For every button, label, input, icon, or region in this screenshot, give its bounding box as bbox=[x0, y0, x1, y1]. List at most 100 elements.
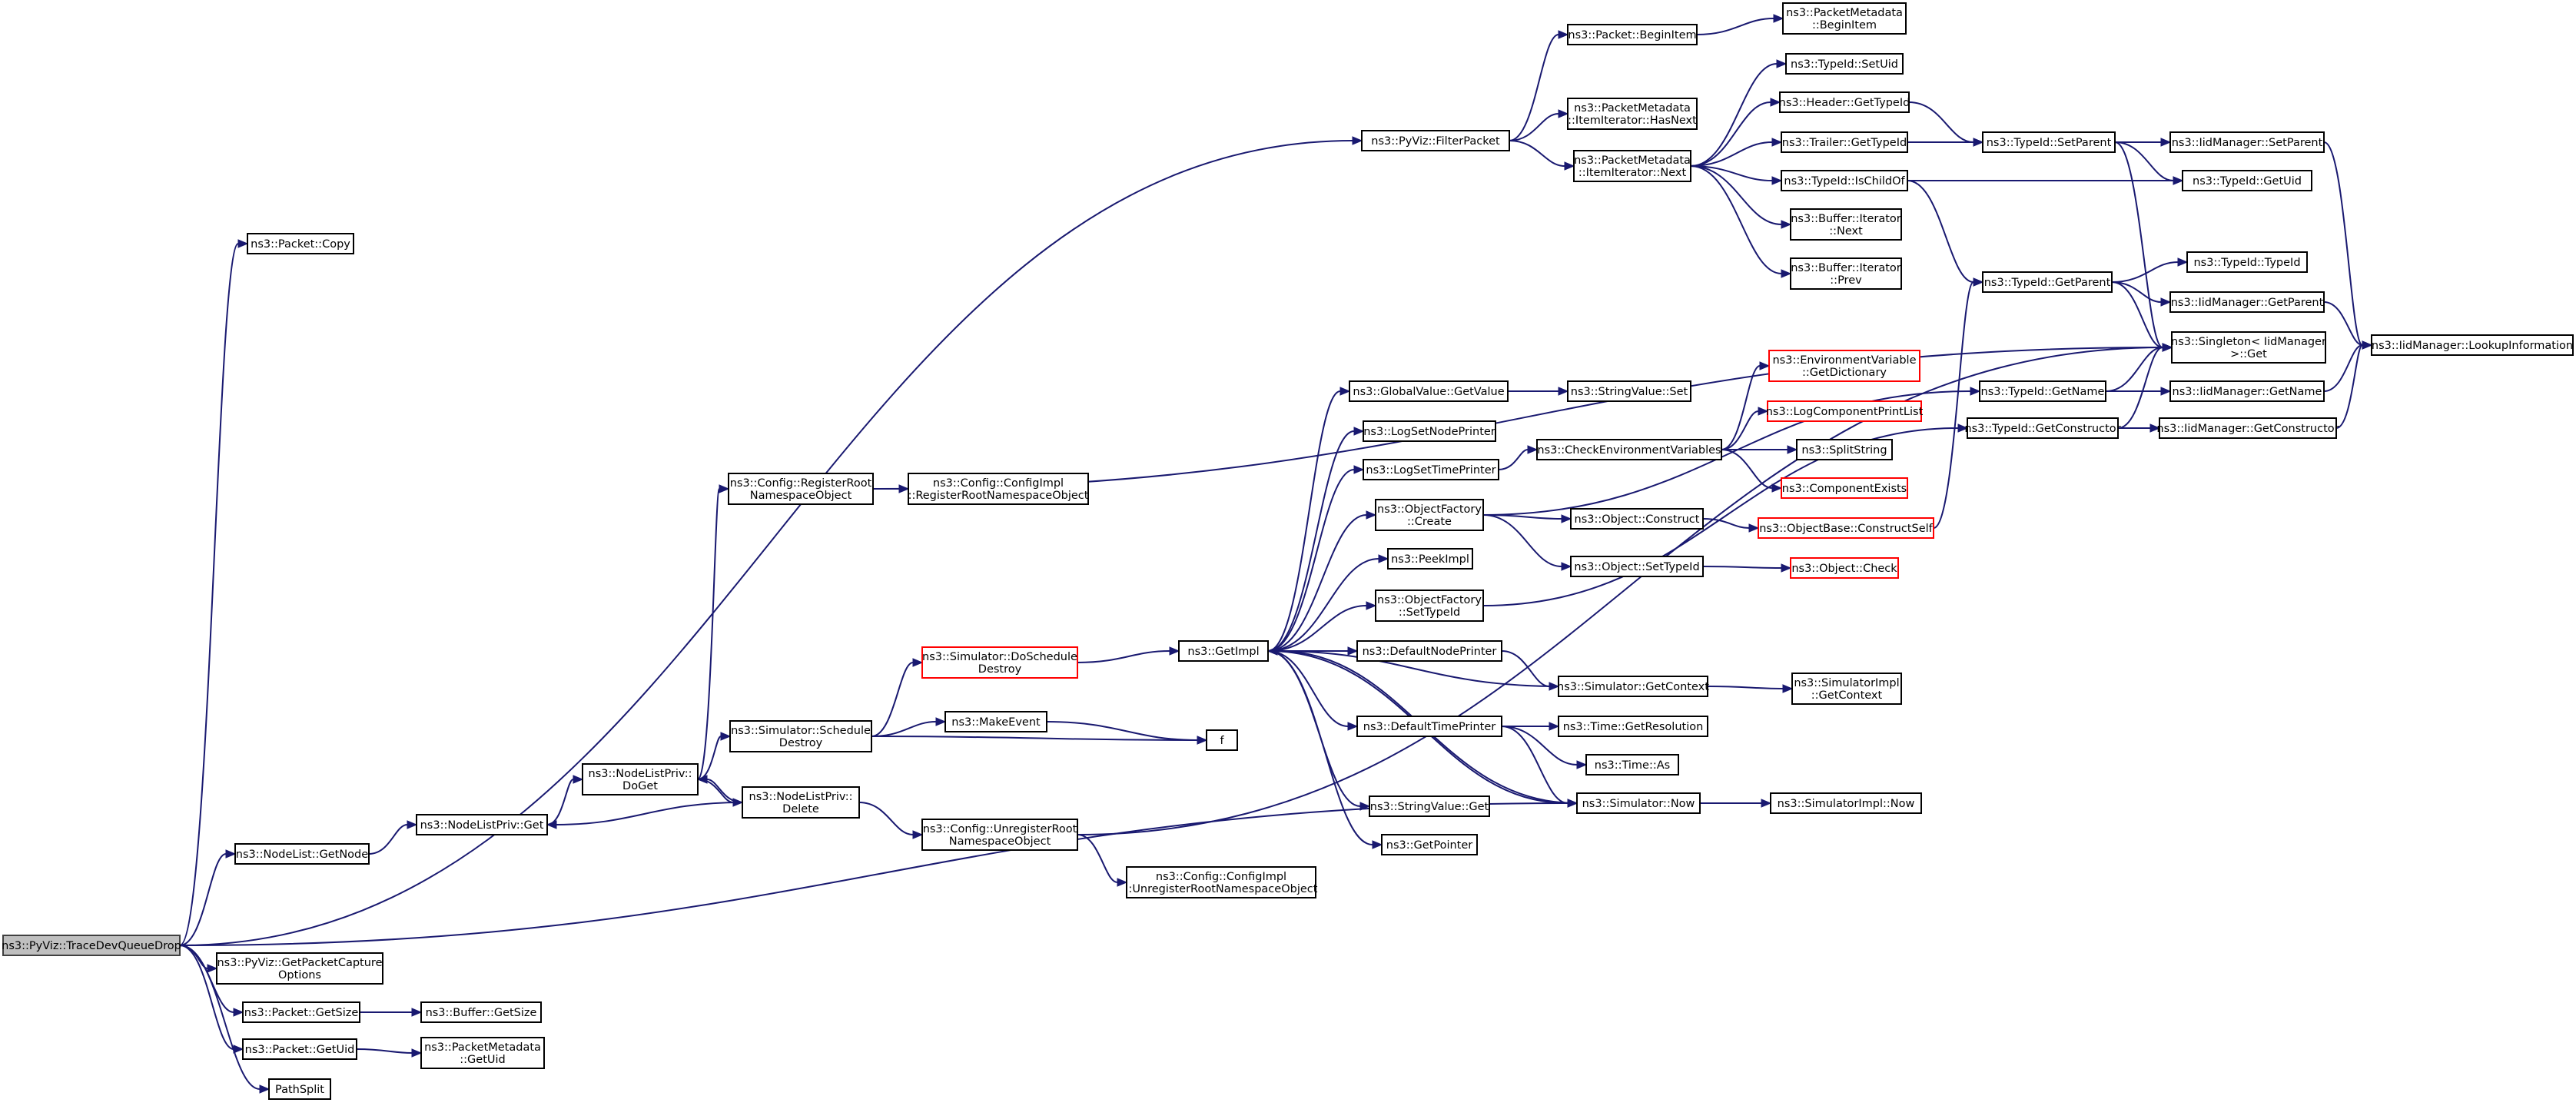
node-box[interactable] bbox=[1356, 640, 1502, 662]
node-box[interactable] bbox=[234, 843, 370, 865]
node-box[interactable] bbox=[1369, 795, 1490, 817]
node-pathsplit[interactable]: PathSplit bbox=[268, 1078, 331, 1100]
node-box[interactable] bbox=[2186, 251, 2308, 273]
node-box[interactable] bbox=[1126, 866, 1316, 898]
node-box[interactable] bbox=[247, 233, 354, 254]
node-pm-getuid[interactable]: ns3::PacketMetadata::GetUid bbox=[420, 1037, 545, 1069]
node-getpointer[interactable]: ns3::GetPointer bbox=[1381, 834, 1478, 855]
node-box[interactable] bbox=[1758, 517, 1934, 539]
node-pm-beginitem[interactable]: ns3::PacketMetadata::BeginItem bbox=[1782, 2, 1907, 35]
node-box[interactable] bbox=[908, 473, 1089, 505]
node-box[interactable] bbox=[1982, 271, 2113, 293]
node-simulator-getcontext[interactable]: ns3::Simulator::GetContext bbox=[1557, 676, 1709, 697]
node-globalvalue-getvalue[interactable]: ns3::GlobalValue::GetValue bbox=[1349, 380, 1509, 402]
node-makeevent[interactable]: ns3::MakeEvent bbox=[944, 711, 1047, 732]
node-box[interactable] bbox=[728, 473, 874, 505]
node-box[interactable] bbox=[1361, 130, 1510, 151]
node-box[interactable] bbox=[1363, 459, 1499, 480]
node-box[interactable] bbox=[2169, 131, 2325, 153]
node-packet-copy[interactable]: ns3::Packet::Copy bbox=[247, 233, 354, 254]
node-buffer-iterator-next[interactable]: ns3::Buffer::Iterator::Next bbox=[1790, 208, 1902, 241]
node-getimpl[interactable]: ns3::GetImpl bbox=[1178, 640, 1269, 662]
node-box[interactable] bbox=[242, 1038, 357, 1060]
node-config-unregisterroot[interactable]: ns3::Config::UnregisterRootNamespaceObje… bbox=[921, 819, 1078, 851]
node-singleton-get[interactable]: ns3::Singleton< IidManager >::Get bbox=[2171, 331, 2326, 364]
node-box[interactable] bbox=[1585, 754, 1679, 776]
node-box[interactable] bbox=[1178, 640, 1269, 662]
node-box[interactable] bbox=[1349, 380, 1509, 402]
node-box[interactable] bbox=[1782, 2, 1907, 35]
node-object-check[interactable]: ns3::Object::Check bbox=[1790, 557, 1899, 579]
node-pm-ii-next[interactable]: ns3::PacketMetadata::ItemIterator::Next bbox=[1573, 150, 1691, 182]
node-splitstring[interactable]: ns3::SplitString bbox=[1796, 439, 1893, 460]
node-objectfactory-settypeid[interactable]: ns3::ObjectFactory::SetTypeId bbox=[1375, 590, 1484, 622]
node-box[interactable] bbox=[2, 935, 181, 956]
node-defaultnodeprinter[interactable]: ns3::DefaultNodePrinter bbox=[1356, 640, 1502, 662]
node-envvar-getdictionary[interactable]: ns3::EnvironmentVariable::GetDictionary bbox=[1768, 350, 1920, 382]
node-box[interactable] bbox=[1790, 257, 1902, 290]
node-typeid-ischildof[interactable]: ns3::TypeId::IsChildOf bbox=[1781, 170, 1908, 191]
node-box[interactable] bbox=[1781, 170, 1908, 191]
node-typeid-typeid[interactable]: ns3::TypeId::TypeId bbox=[2186, 251, 2308, 273]
node-box[interactable] bbox=[1375, 499, 1484, 531]
node-box[interactable] bbox=[1206, 729, 1238, 751]
node-box[interactable] bbox=[1381, 834, 1478, 855]
node-configimpl-registerroot[interactable]: ns3::Config::ConfigImpl::RegisterRootNam… bbox=[908, 473, 1089, 505]
node-pyviz-filterpacket[interactable]: ns3::PyViz::FilterPacket bbox=[1361, 130, 1510, 151]
node-stringvalue-get[interactable]: ns3::StringValue::Get bbox=[1369, 795, 1490, 817]
node-box[interactable] bbox=[1767, 400, 1922, 422]
node-packet-getsize[interactable]: ns3::Packet::GetSize bbox=[242, 1001, 360, 1023]
node-objectfactory-create[interactable]: ns3::ObjectFactory::Create bbox=[1375, 499, 1484, 531]
node-box[interactable] bbox=[1567, 98, 1698, 130]
node-typeid-getconstructor[interactable]: ns3::TypeId::GetConstructor bbox=[1964, 417, 2121, 439]
node-buffer-getsize[interactable]: ns3::Buffer::GetSize bbox=[420, 1001, 542, 1023]
node-box[interactable] bbox=[1375, 590, 1484, 622]
node-f[interactable]: f bbox=[1206, 729, 1238, 751]
node-box[interactable] bbox=[242, 1001, 360, 1023]
node-box[interactable] bbox=[1791, 673, 1902, 705]
node-pm-ii-hasnext[interactable]: ns3::PacketMetadata::ItemIterator::HasNe… bbox=[1567, 98, 1698, 130]
node-box[interactable] bbox=[1979, 380, 2106, 402]
node-box[interactable] bbox=[1558, 676, 1708, 697]
node-object-settypeid[interactable]: ns3::Object::SetTypeId bbox=[1570, 556, 1704, 577]
node-iidmanager-getconstructor[interactable]: ns3::IidManager::GetConstructor bbox=[2156, 417, 2339, 439]
node-typeid-getparent[interactable]: ns3::TypeId::GetParent bbox=[1982, 271, 2113, 293]
node-header-gettypeid[interactable]: ns3::Header::GetTypeId bbox=[1779, 91, 1910, 113]
node-simulator-now[interactable]: ns3::Simulator::Now bbox=[1576, 792, 1701, 814]
node-box[interactable] bbox=[921, 646, 1078, 679]
node-box[interactable] bbox=[1785, 53, 1904, 75]
node-box[interactable] bbox=[1363, 420, 1496, 442]
node-peekimpl[interactable]: ns3::PeekImpl bbox=[1387, 548, 1473, 570]
node-box[interactable] bbox=[1967, 417, 2119, 439]
node-simulatorimpl-getcontext[interactable]: ns3::SimulatorImpl::GetContext bbox=[1791, 673, 1902, 705]
node-defaulttimeprinter[interactable]: ns3::DefaultTimePrinter bbox=[1356, 716, 1502, 737]
node-box[interactable] bbox=[1356, 716, 1502, 737]
node-typeid-getuid[interactable]: ns3::TypeId::GetUid bbox=[2182, 170, 2312, 191]
node-box[interactable] bbox=[1576, 792, 1701, 814]
node-logcomponentprintlist[interactable]: ns3::LogComponentPrintList bbox=[1766, 400, 1924, 422]
node-box[interactable] bbox=[2169, 291, 2325, 313]
node-logsettimeprinter[interactable]: ns3::LogSetTimePrinter bbox=[1363, 459, 1499, 480]
node-time-as[interactable]: ns3::Time::As bbox=[1585, 754, 1679, 776]
node-box[interactable] bbox=[1790, 208, 1902, 241]
node-object-construct[interactable]: ns3::Object::Construct bbox=[1570, 508, 1704, 530]
node-box[interactable] bbox=[216, 952, 383, 985]
node-nodelistpriv-doget[interactable]: ns3::NodeListPriv::DoGet bbox=[582, 763, 699, 795]
node-box[interactable] bbox=[1387, 548, 1473, 570]
node-box[interactable] bbox=[416, 814, 548, 835]
node-time-getresolution[interactable]: ns3::Time::GetResolution bbox=[1558, 716, 1708, 737]
node-buffer-iterator-prev[interactable]: ns3::Buffer::Iterator::Prev bbox=[1790, 257, 1902, 290]
node-box[interactable] bbox=[944, 711, 1047, 732]
node-box[interactable] bbox=[1558, 716, 1708, 737]
node-box[interactable] bbox=[1570, 556, 1704, 577]
node-box[interactable] bbox=[1770, 792, 1922, 814]
node-typeid-setuid[interactable]: ns3::TypeId::SetUid bbox=[1785, 53, 1904, 75]
node-packet-getuid[interactable]: ns3::Packet::GetUid bbox=[242, 1038, 357, 1060]
node-box[interactable] bbox=[420, 1001, 542, 1023]
node-objectbase-constructself[interactable]: ns3::ObjectBase::ConstructSelf bbox=[1758, 517, 1934, 539]
node-iidmanager-getname[interactable]: ns3::IidManager::GetName bbox=[2169, 380, 2325, 402]
node-nodelistpriv-get[interactable]: ns3::NodeListPriv::Get bbox=[416, 814, 548, 835]
